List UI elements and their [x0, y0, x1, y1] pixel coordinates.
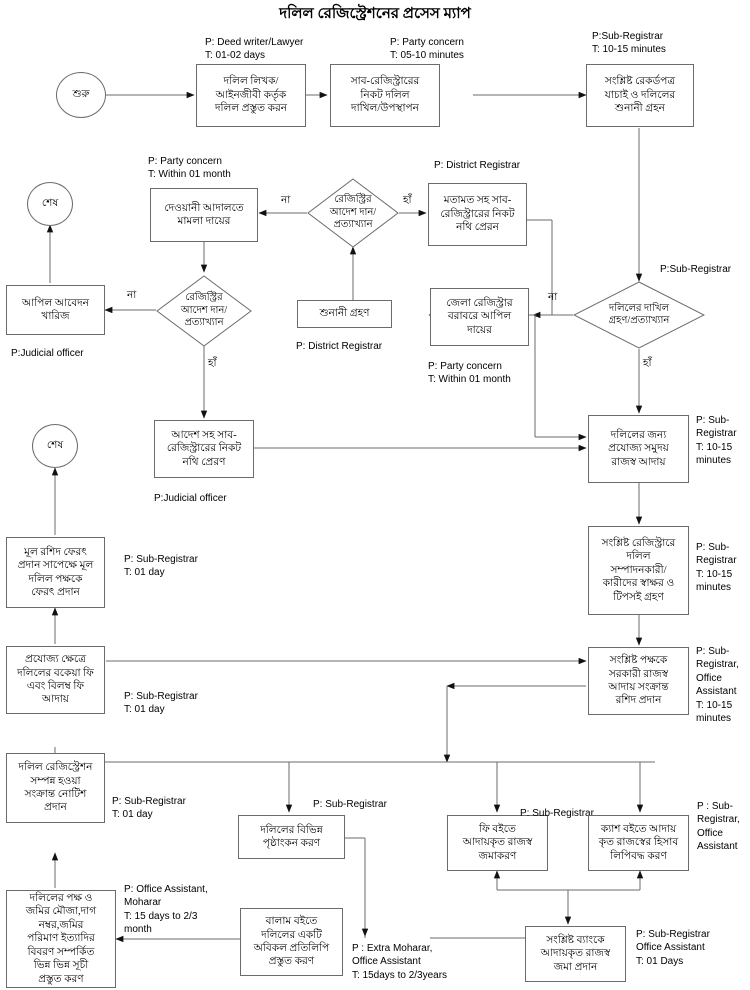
node-deed-accept-reject-label: দলিলের দাখিল গ্রহণ/প্রত্যাখ্যান: [608, 302, 670, 327]
node-registrar-order-1[interactable]: রেজিস্ট্রির আদেশ দান/ প্রত্যাখ্যান: [307, 178, 399, 248]
node-submit-subregistrar-label: সাব-রেজিস্ট্রারের নিকট দলিল দাখিল/উপস্থা…: [350, 76, 420, 115]
note-registration-notice: P: Sub-Registrar T: 01 day: [112, 796, 186, 821]
node-registrar-order-1-label: রেজিস্ট্রির আদেশ দান/ প্রত্যাখ্যান: [329, 194, 377, 231]
node-registrar-order-2[interactable]: রেজিস্ট্রির আদেশ দান/ প্রত্যাখ্যান: [156, 275, 252, 347]
node-end-mid[interactable]: শেষ: [32, 424, 78, 468]
node-collect-revenue-label: দলিলের জন্য প্রযোজ্য সমুদয় রাজস্ব আদায়: [608, 429, 669, 468]
edge-label-no-2: না: [127, 290, 137, 301]
node-submit-subregistrar[interactable]: সাব-রেজিস্ট্রারের নিকট দলিল দাখিল/উপস্থা…: [330, 64, 440, 127]
node-bank-deposit-label: সংশ্লিষ্ট ব্যাংকে আদায়কৃত রাজস্ব জমা প্…: [540, 934, 611, 973]
node-end-mid-label: শেষ: [46, 440, 64, 452]
node-fee-book-entry[interactable]: ফি বইতে আদায়কৃত রাজস্ব জমাকরণ: [447, 815, 548, 871]
node-registration-notice[interactable]: দলিল রেজিস্ট্রেশন সম্পন্ন হওয়া সংক্রান্…: [6, 753, 105, 823]
diamond-shape: [156, 275, 252, 347]
node-verify-records[interactable]: সংশ্লিষ্ট রেকর্ডপত্র যাচাই ও দলিলের শুনা…: [586, 64, 694, 127]
note-index-prepare: P: Office Assistant, Moharar T: 15 days …: [124, 884, 208, 936]
node-deed-prepare-label: দলিল লিখক/ আইনজীবী কর্তৃক দলিল প্রস্তুত …: [214, 76, 288, 115]
node-opinion-to-subregistrar-label: মতামত সহ সাব- রেজিস্ট্রারের নিকট নথি প্র…: [440, 195, 515, 234]
note-deed-prepare: P: Deed writer/Lawyer T: 01-02 days: [205, 37, 304, 62]
node-start[interactable]: শুরু: [56, 72, 106, 118]
node-registration-notice-label: দলিল রেজিস্ট্রেশন সম্পন্ন হওয়া সংক্রান্…: [18, 762, 93, 814]
node-start-label: শুরু: [72, 89, 90, 101]
node-dues-late-fee[interactable]: প্রযোজ্য ক্ষেত্রে দলিলের বকেয়া ফি এবং ব…: [6, 646, 105, 714]
node-receipt-issue-label: সংশ্লিষ্ট পক্ষকে সরকারী রাজস্ব আদায় সংক…: [608, 655, 669, 707]
note-order-to-subregistrar: P:Judicial officer: [154, 493, 227, 504]
node-balam-copy[interactable]: বালাম বইতে দলিলের একটি অবিকল প্রতিলিপি প…: [240, 908, 343, 976]
edge-label-no-3: না: [548, 292, 558, 303]
node-verify-records-label: সংশ্লিষ্ট রেকর্ডপত্র যাচাই ও দলিলের শুনা…: [604, 76, 676, 115]
node-balam-copy-label: বালাম বইতে দলিলের একটি অবিকল প্রতিলিপি প…: [253, 916, 330, 968]
diamond-shape: [573, 281, 705, 349]
node-hearing-label: শুনানী গ্রহণ: [319, 308, 370, 320]
diamond-shape: [307, 178, 399, 248]
node-end-top[interactable]: শেষ: [27, 182, 73, 226]
note-signature-collect: P: Sub- Registrar T: 10-15 minutes: [696, 542, 737, 594]
node-deed-accept-reject[interactable]: দলিলের দাখিল গ্রহণ/প্রত্যাখ্যান: [573, 281, 705, 349]
note-cash-book-entry: P : Sub- Registrar, Office Assistant: [697, 801, 740, 853]
node-registrar-order-2-label: রেজিস্ট্রির আদেশ দান/ প্রত্যাখ্যান: [180, 292, 228, 329]
node-deed-prepare[interactable]: দলিল লিখক/ আইনজীবী কর্তৃক দলিল প্রস্তুত …: [196, 64, 306, 127]
node-signature-collect[interactable]: সংশ্লিষ্ট রেজিস্ট্রারে দলিল সম্পাদনকারী/…: [588, 526, 689, 615]
note-submit-subregistrar: P: Party concern T: 05-10 minutes: [390, 37, 464, 62]
node-fee-book-entry-label: ফি বইতে আদায়কৃত রাজস্ব জমাকরণ: [462, 823, 533, 862]
node-index-prepare[interactable]: দলিলের পক্ষ ও জমির মৌজা,দাগ নম্বর,জমির প…: [6, 890, 116, 988]
node-bank-deposit[interactable]: সংশ্লিষ্ট ব্যাংকে আদায়কৃত রাজস্ব জমা প্…: [525, 926, 626, 982]
node-district-registrar-appeal[interactable]: জেলা রেজিস্ট্রার বরাবরে আপিল দায়ের: [430, 288, 529, 346]
note-receipt-issue: P: Sub- Registrar, Office Assistant T: 1…: [696, 646, 739, 724]
node-collect-revenue[interactable]: দলিলের জন্য প্রযোজ্য সমুদয় রাজস্ব আদায়: [588, 415, 689, 483]
node-district-registrar-appeal-label: জেলা রেজিস্ট্রার বরাবরে আপিল দায়ের: [446, 297, 513, 336]
page-title: দলিল রেজিস্ট্রেশনের প্রসেস ম্যাপ: [279, 6, 471, 22]
note-balam-copy: P : Extra Moharar, Office Assistant T: 1…: [352, 943, 448, 981]
node-hearing[interactable]: শুনানী গ্রহণ: [297, 300, 392, 328]
note-return-original: P: Sub-Registrar T: 01 day: [124, 554, 198, 579]
node-signature-collect-label: সংশ্লিষ্ট রেজিস্ট্রারে দলিল সম্পাদনকারী/…: [601, 537, 676, 603]
node-appeal-dismissed[interactable]: আপিল আবেদন খারিজ: [6, 285, 105, 335]
edge-label-no-1: না: [281, 195, 291, 206]
node-appeal-dismissed-label: আপিল আবেদন খারিজ: [22, 297, 89, 322]
edge-label-yes-1: হাঁ: [403, 195, 412, 206]
note-verify-records: P:Sub-Registrar T: 10-15 minutes: [592, 31, 666, 56]
node-end-top-label: শেষ: [41, 198, 59, 210]
note-hearing: P: District Registrar: [296, 341, 383, 352]
node-index-prepare-label: দলিলের পক্ষ ও জমির মৌজা,দাগ নম্বর,জমির প…: [25, 892, 97, 985]
note-fee-book-entry: P: Sub-Registrar: [520, 808, 594, 819]
node-dues-late-fee-label: প্রযোজ্য ক্ষেত্রে দলিলের বকেয়া ফি এবং ব…: [17, 654, 94, 706]
node-order-to-subregistrar[interactable]: আদেশ সহ সাব- রেজিস্ট্রারের নিকট নথি প্রে…: [154, 420, 254, 478]
note-dues-late-fee: P: Sub-Registrar T: 01 day: [124, 691, 198, 716]
node-receipt-issue[interactable]: সংশ্লিষ্ট পক্ষকে সরকারী রাজস্ব আদায় সংক…: [588, 647, 689, 715]
note-opinion-to-subregistrar: P: District Registrar: [434, 160, 521, 171]
node-opinion-to-subregistrar[interactable]: মতামত সহ সাব- রেজিস্ট্রারের নিকট নথি প্র…: [428, 183, 527, 246]
note-appeal-dismissed: P:Judicial officer: [11, 348, 84, 359]
edge-label-yes-2: হাঁ: [208, 358, 217, 369]
node-return-original[interactable]: মূল রশিদ ফেরৎ প্রদান সাপেক্ষে মূল দলিল প…: [6, 537, 105, 608]
node-cash-book-entry-label: ক্যাশ বইতে আদায় কৃত রাজস্বের হিসাব লিপি…: [598, 823, 679, 862]
note-bank-deposit: P: Sub-Registrar Office Assistant T: 01 …: [636, 929, 710, 967]
node-civil-court-case[interactable]: দেওয়ানী আদালতে মামলা দায়ের: [150, 188, 258, 242]
note-deed-accept-reject: P:Sub-Registrar: [660, 264, 732, 275]
note-page-marking: P: Sub-Registrar: [313, 799, 387, 810]
note-civil-court-case: P: Party concern T: Within 01 month: [148, 156, 231, 181]
node-order-to-subregistrar-label: আদেশ সহ সাব- রেজিস্ট্রারের নিকট নথি প্রে…: [166, 429, 242, 468]
node-civil-court-case-label: দেওয়ানী আদালতে মামলা দায়ের: [164, 202, 244, 227]
node-page-marking-label: দলিলের বিভিন্ন পৃষ্ঠাংকন করণ: [260, 824, 323, 849]
note-collect-revenue: P: Sub- Registrar T: 10-15 minutes: [696, 415, 737, 467]
note-district-registrar-appeal: P: Party concern T: Within 01 month: [428, 361, 511, 386]
node-page-marking[interactable]: দলিলের বিভিন্ন পৃষ্ঠাংকন করণ: [238, 815, 345, 859]
node-cash-book-entry[interactable]: ক্যাশ বইতে আদায় কৃত রাজস্বের হিসাব লিপি…: [588, 815, 689, 871]
node-return-original-label: মূল রশিদ ফেরৎ প্রদান সাপেক্ষে মূল দলিল প…: [17, 546, 94, 598]
edge-label-yes-3: হাঁ: [643, 358, 652, 369]
